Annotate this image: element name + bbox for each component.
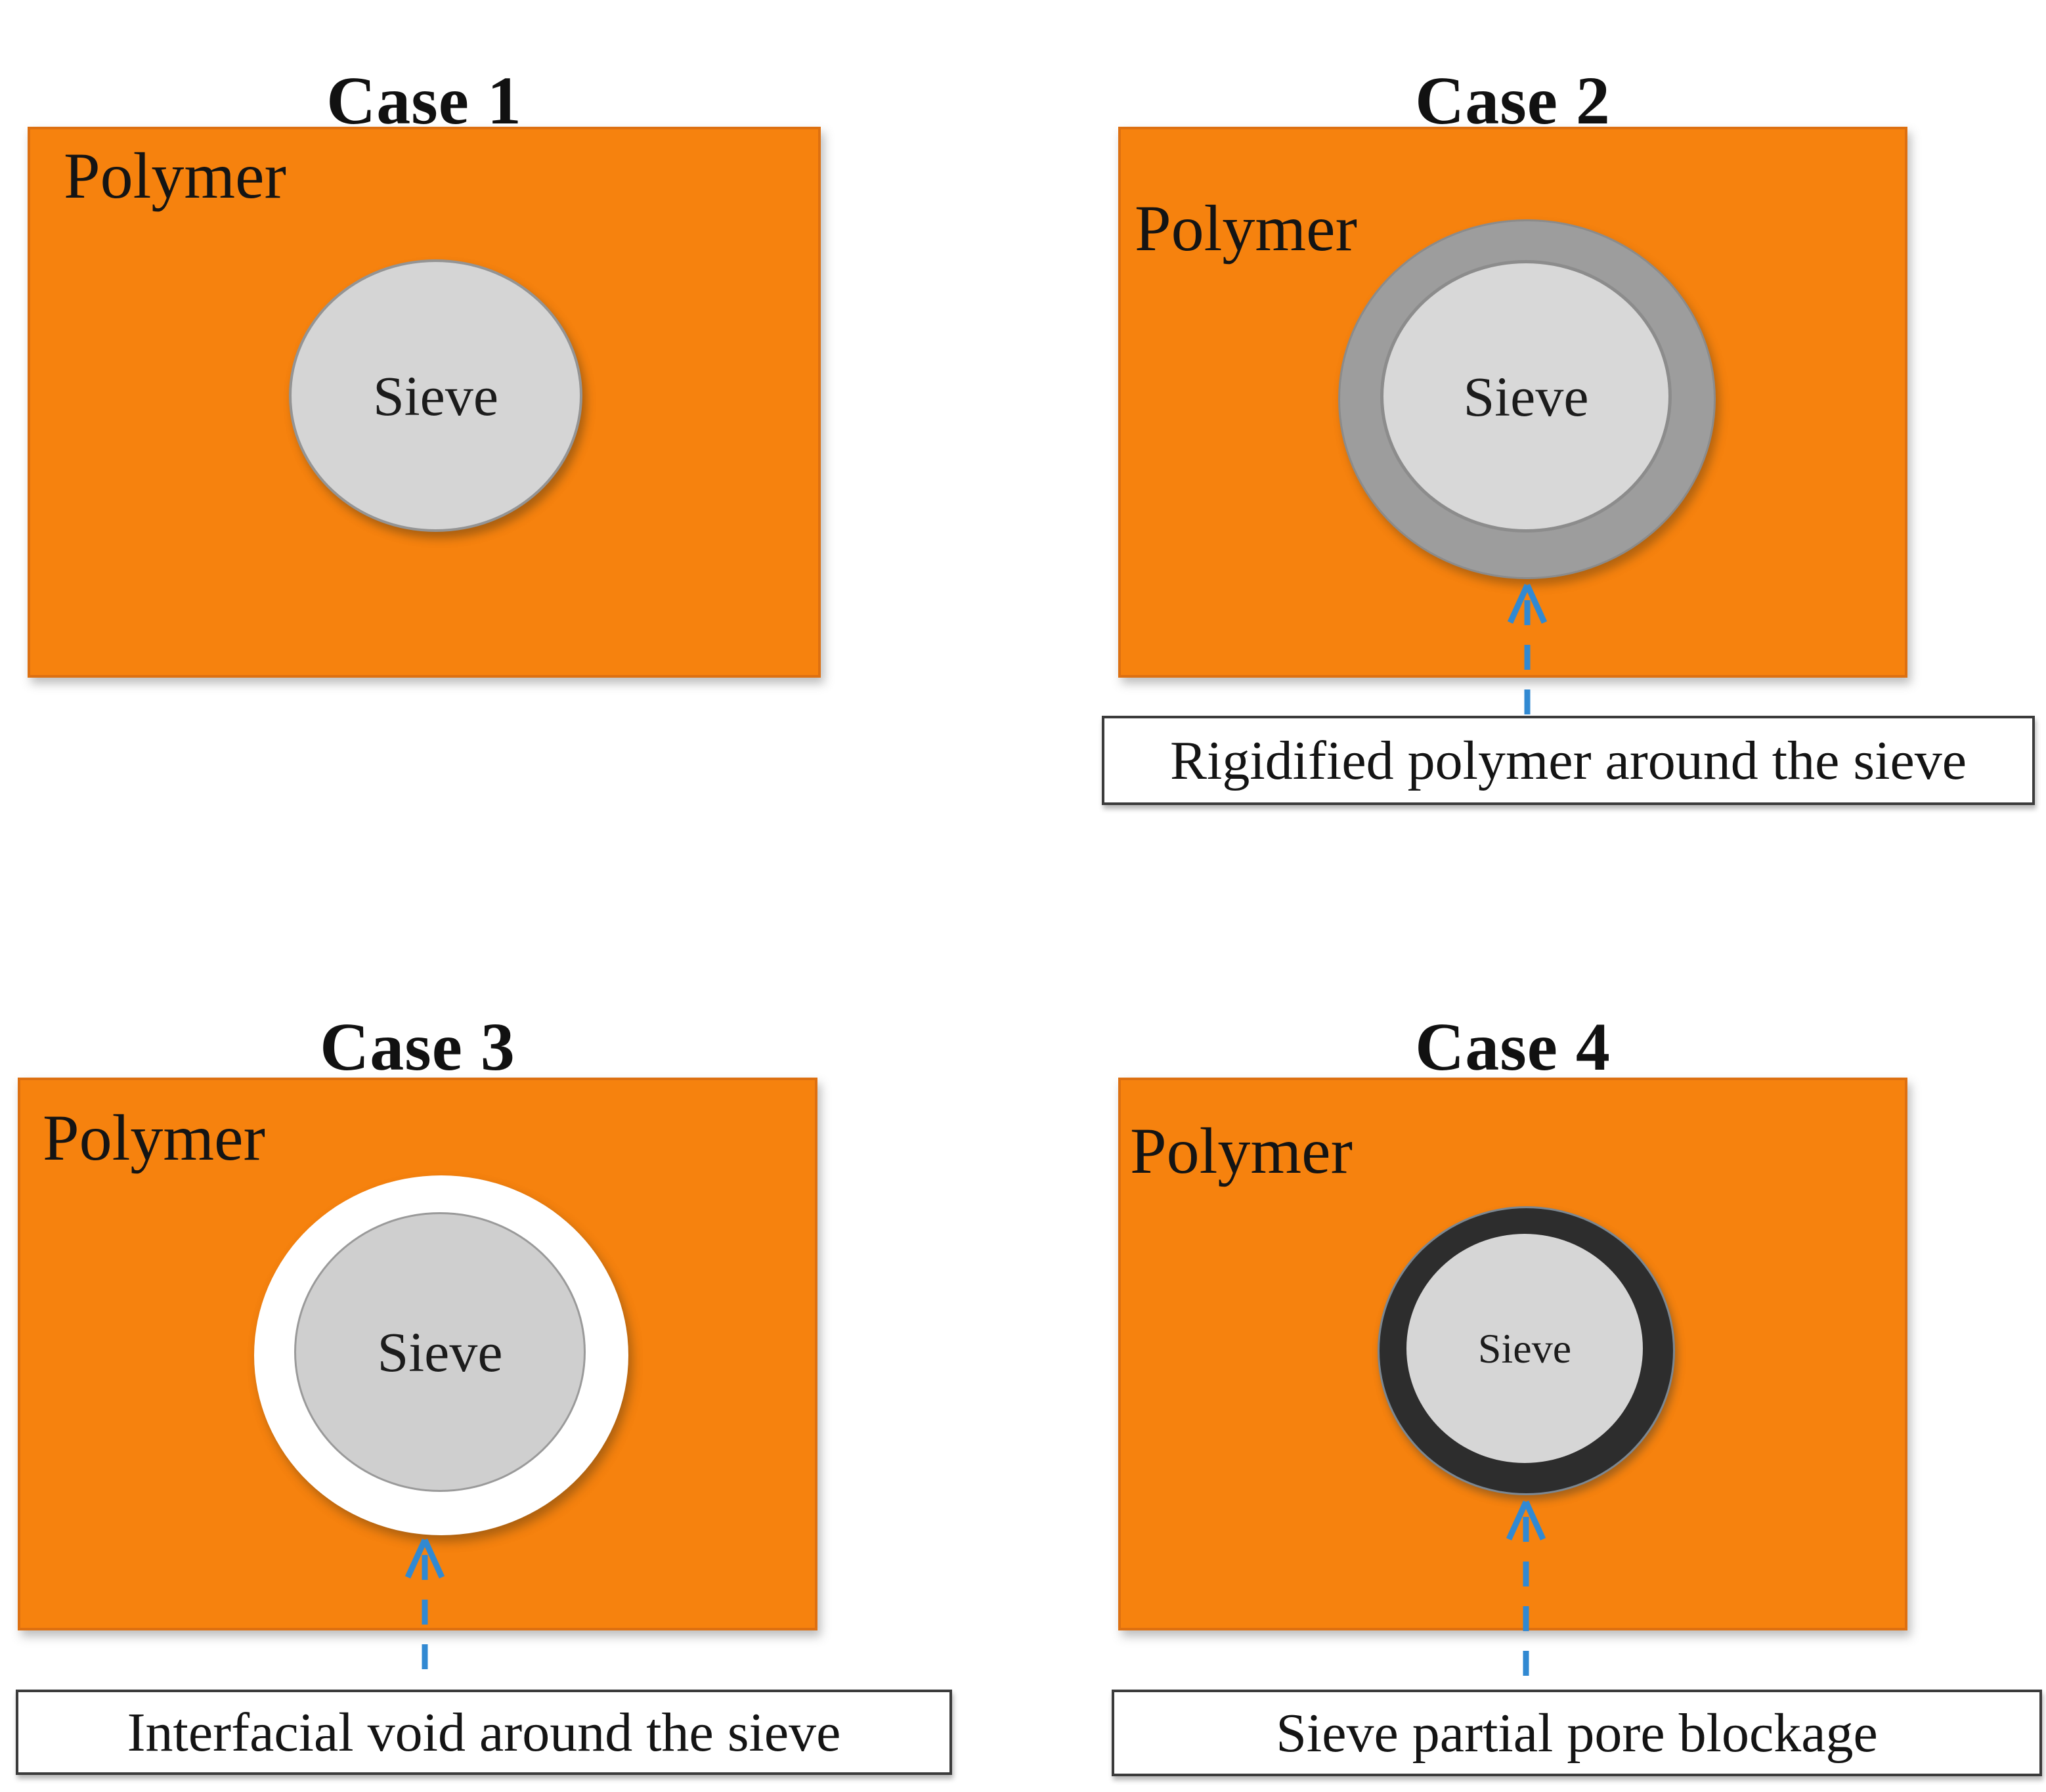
case4-sieve-particle: Sieve	[1406, 1234, 1643, 1463]
case1-sieve-particle: Sieve	[289, 259, 582, 532]
case2-annotation-box: Rigidified polymer around the sieve	[1102, 716, 2035, 805]
case4-sieve-label: Sieve	[1477, 1324, 1572, 1372]
case2-annotation-text: Rigidified polymer around the sieve	[1169, 730, 1967, 791]
case2-title: Case 2	[1415, 63, 1611, 139]
case4-dashed-arrow-icon	[1506, 1500, 1546, 1689]
case2-sieve-particle: Sieve	[1380, 260, 1672, 533]
case3-annotation-text: Interfacial void around the sieve	[127, 1701, 841, 1763]
case3-sieve-particle: Sieve	[294, 1212, 586, 1492]
case2-sieve-label: Sieve	[1463, 364, 1589, 428]
case2-dashed-arrow-icon	[1507, 584, 1548, 715]
case2-polymer-label: Polymer	[1135, 192, 1357, 265]
case4-title: Case 4	[1415, 1009, 1611, 1085]
case4-polymer-label: Polymer	[1130, 1114, 1353, 1187]
case1-sieve-label: Sieve	[372, 364, 499, 427]
case1-title: Case 1	[326, 63, 522, 139]
case4-annotation-text: Sieve partial pore blockage	[1276, 1702, 1878, 1764]
case3-title: Case 3	[320, 1009, 515, 1085]
case3-sieve-label: Sieve	[377, 1321, 503, 1384]
case3-polymer-label: Polymer	[43, 1101, 265, 1174]
case2-polymer-matrix	[1118, 127, 1907, 678]
case4-annotation-box: Sieve partial pore blockage	[1112, 1690, 2042, 1776]
case3-annotation-box: Interfacial void around the sieve	[16, 1690, 952, 1775]
case1-polymer-label: Polymer	[64, 139, 286, 212]
case3-dashed-arrow-icon	[404, 1539, 445, 1689]
